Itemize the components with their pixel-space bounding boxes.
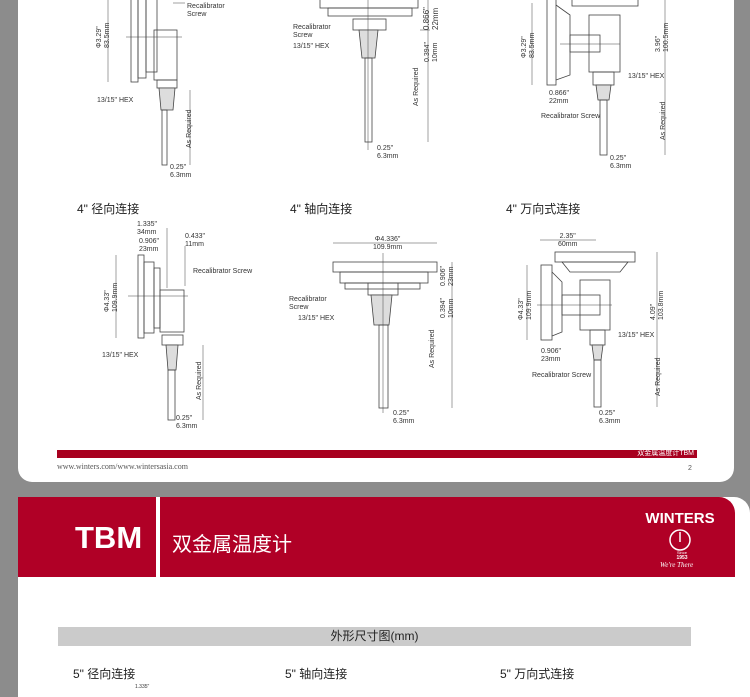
partial-dimension: 1.335" (135, 684, 150, 690)
svg-text:1953: 1953 (676, 555, 687, 561)
univ3-dial-dim: Φ3.29"83.5mm (521, 32, 536, 58)
radial4-stem-dim: 0.25"6.3mm (176, 415, 198, 430)
brand-header (18, 497, 735, 577)
drawing-4in-axial (332, 242, 453, 413)
svg-text:Since: Since (677, 550, 688, 555)
axial4-dial-dim: Φ4.336"109.9mm (373, 236, 403, 251)
drawing-3in-radial (107, 0, 191, 166)
radial4-dial-dim: Φ4.33"109.9mm (104, 282, 119, 312)
logo-tagline: We're There (660, 561, 694, 569)
axial3-hex-label: 13/15" HEX (293, 43, 330, 50)
univ3-height-dim: 3.96"100.5mm (655, 22, 670, 52)
radial4-as-required: As Required (196, 361, 203, 400)
radial4-hex-label: 13/15" HEX (102, 352, 139, 359)
radial4-overall-dim: 1.335"34mm (137, 221, 158, 236)
axial4-hex-label: 13/15" HEX (298, 315, 335, 322)
univ4-screw-label: Recalibrator Screw (532, 372, 592, 379)
drawing-4in-radial (115, 228, 204, 421)
axial4-thread-dim: 0.394"10mm (440, 297, 455, 318)
axial3-thread-dim: 0.394"10mm (424, 41, 439, 62)
drawing-4in-universal (526, 239, 658, 408)
product-code: TBM (75, 520, 143, 555)
section-bar: 外形尺寸图(mm) (58, 627, 691, 646)
section-title-4in-universal: 4" 万向式连接 (506, 202, 581, 216)
gauge-logo-icon: WINTERS Since 1953 (645, 510, 714, 561)
univ3-screw-label: Recalibrator Screw (541, 113, 601, 120)
univ3-stem-dim: 0.25"6.3mm (610, 155, 632, 170)
univ4-stem-dim: 0.25"6.3mm (599, 410, 621, 425)
radial3-dial-dim: Φ3.29"83.5mm (96, 22, 111, 48)
section-title-4in-axial: 4" 轴向连接 (290, 202, 353, 216)
radial4-offset-dim: 0.433"11mm (185, 233, 206, 248)
axial4-as-required: As Required (429, 329, 436, 368)
axial3-depth-dim: 0.866"22mm (422, 7, 440, 30)
axial4-depth-dim: 0.906"23mm (440, 265, 455, 286)
header-divider (156, 497, 160, 577)
drawing-3in-axial (319, 0, 430, 150)
subtitle-5in-universal: 5" 万向式连接 (500, 667, 575, 681)
univ3-as-required: As Required (660, 101, 667, 140)
univ4-hex-label: 13/15" HEX (618, 332, 655, 339)
univ4-width-dim: 2.35"60mm (558, 233, 578, 248)
univ4-as-required: As Required (655, 357, 662, 396)
univ4-depth-dim: 0.906"23mm (541, 348, 562, 363)
univ4-dial-dim: Φ4.33"109.9mm (518, 290, 533, 320)
page-number: 2 (688, 465, 692, 472)
footer-bar: 双金属温度计TBM (57, 450, 697, 458)
footer-url[interactable]: www.winters.com/www.wintersasia.com (57, 462, 188, 471)
footer-bar-text: 双金属温度计TBM (637, 450, 694, 457)
winters-logo: WINTERS Since 1953 We're There (640, 508, 720, 572)
svg-text:WINTERS: WINTERS (645, 510, 714, 527)
radial3-hex-label: 13/15" HEX (97, 97, 134, 104)
radial3-stem-dim: 0.25"6.3mm (170, 164, 192, 179)
radial4-screw-label: Recalibrator Screw (193, 268, 253, 275)
product-subtitle: 双金属温度计 (172, 534, 292, 556)
axial3-stem-dim: 0.25"6.3mm (377, 145, 399, 160)
radial4-depth-dim: 0.906"23mm (139, 238, 160, 253)
univ3-hex-label: 13/15" HEX (628, 73, 665, 80)
page-1 (18, 0, 734, 482)
univ3-depth-dim: 0.866"22mm (549, 90, 570, 105)
axial3-as-required: As Required (413, 67, 420, 106)
subtitle-5in-axial: 5" 轴向连接 (285, 667, 348, 681)
univ4-height-dim: 4.09"103.8mm (650, 290, 665, 320)
subtitle-5in-radial: 5" 径向连接 (73, 667, 136, 681)
axial4-stem-dim: 0.25"6.3mm (393, 410, 415, 425)
drawing-3in-universal (531, 0, 666, 156)
section-title-4in-radial: 4" 径向连接 (77, 202, 140, 216)
radial3-as-required: As Required (186, 109, 193, 148)
